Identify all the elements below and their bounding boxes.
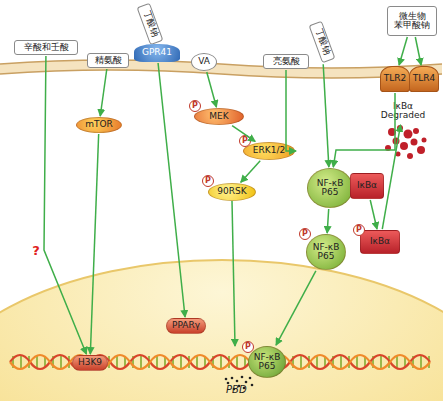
transcription-factor: NF-κB P65: [248, 346, 286, 378]
node-text: 亮氨酸: [273, 57, 300, 66]
signal-arrow: [370, 200, 377, 229]
signal-arrow: [286, 70, 296, 151]
edge-label: ?: [32, 243, 40, 258]
signal-arrow: [90, 134, 98, 354]
node-text: H3K9: [78, 358, 102, 367]
node-text: IκBα: [370, 237, 390, 246]
kinase: 90RSK: [208, 183, 256, 201]
node-text: P: [245, 343, 251, 351]
input-box: 亮氨酸: [263, 54, 309, 69]
inhibitor-protein: IκBα: [350, 173, 384, 199]
cell-membrane: [0, 60, 442, 78]
node-text: ERK1/2: [253, 146, 285, 155]
input-box: 微生物 苯甲酸钠: [387, 6, 437, 36]
node-text: NF-κB P65: [307, 243, 345, 262]
phospho-mark: P: [189, 100, 201, 112]
input-box: 丁酸钠: [137, 3, 164, 45]
node-text: TLR4: [413, 74, 436, 83]
node-text: 辛酸和壬酸: [24, 43, 69, 52]
signal-arrow: [44, 56, 86, 354]
node-text: NF-κB P65: [308, 179, 352, 198]
receptor: TLR2: [380, 66, 410, 92]
node-text: 丁酸钠: [141, 10, 159, 39]
node-text: VA: [198, 57, 210, 66]
kinase: ERK1/2: [243, 142, 295, 160]
signal-arrow: [415, 37, 421, 65]
node-text: P: [192, 102, 198, 110]
signal-arrow: [382, 125, 400, 229]
degraded-protein: IκBα Degraded: [372, 98, 434, 124]
node-text: PPARγ: [172, 321, 200, 330]
membrane-outer: [0, 60, 442, 68]
nuclear-target: PPARγ: [166, 318, 206, 334]
nuclear-target: H3K9: [72, 355, 108, 371]
phospho-mark: P: [202, 175, 214, 187]
signal-arrow: [327, 209, 329, 233]
node-text: 微生物 苯甲酸钠: [388, 12, 436, 31]
node-text: GPR41: [142, 48, 172, 57]
signal-arrow: [232, 126, 255, 142]
membrane-inner: [0, 70, 442, 78]
kinase: MEK: [194, 108, 244, 125]
node-text: P: [205, 177, 211, 185]
phospho-mark: P: [353, 224, 365, 236]
inhibitor-protein: IκBα: [360, 230, 400, 254]
kinase: mTOR: [76, 117, 122, 133]
node-text: TLR2: [384, 74, 407, 83]
signal-arrow: [158, 63, 185, 317]
phospho-mark: P: [239, 135, 251, 147]
node-text: IκBα Degraded: [372, 102, 434, 121]
input-box: 丁酸钠: [309, 21, 336, 63]
node-text: mTOR: [85, 120, 113, 129]
receptor: TLR4: [409, 66, 439, 92]
input-box: 精氨酸: [87, 53, 129, 68]
signal-arrow: [333, 93, 395, 167]
node-text: NF-κB P65: [249, 353, 285, 372]
node-text: 90RSK: [217, 187, 246, 196]
signal-arrow: [323, 64, 329, 167]
node-text: IκBα: [357, 181, 377, 190]
receptor: GPR41: [134, 44, 180, 62]
node-text: 丁酸钠: [313, 28, 331, 57]
gene-label: PBD: [226, 384, 247, 395]
node-text: P: [242, 137, 248, 145]
input-circle: VA: [191, 53, 217, 71]
phospho-mark: P: [242, 341, 254, 353]
input-box: 辛酸和壬酸: [14, 40, 78, 55]
transcription-factor: NF-κB P65: [306, 234, 346, 270]
transcription-factor: NF-κB P65: [307, 168, 353, 208]
node-text: P: [356, 226, 362, 234]
node-text: 精氨酸: [95, 56, 122, 65]
degraded-fragments: [385, 125, 427, 159]
nucleus: [0, 260, 443, 401]
phospho-mark: P: [299, 228, 311, 240]
signal-arrow: [207, 72, 217, 107]
node-text: MEK: [209, 112, 228, 121]
signal-arrow: [232, 201, 235, 346]
signal-arrow: [399, 37, 407, 65]
node-text: P: [302, 230, 308, 238]
signal-arrow: [100, 69, 107, 116]
signal-arrow: [276, 271, 316, 345]
signal-arrow: [241, 161, 260, 183]
